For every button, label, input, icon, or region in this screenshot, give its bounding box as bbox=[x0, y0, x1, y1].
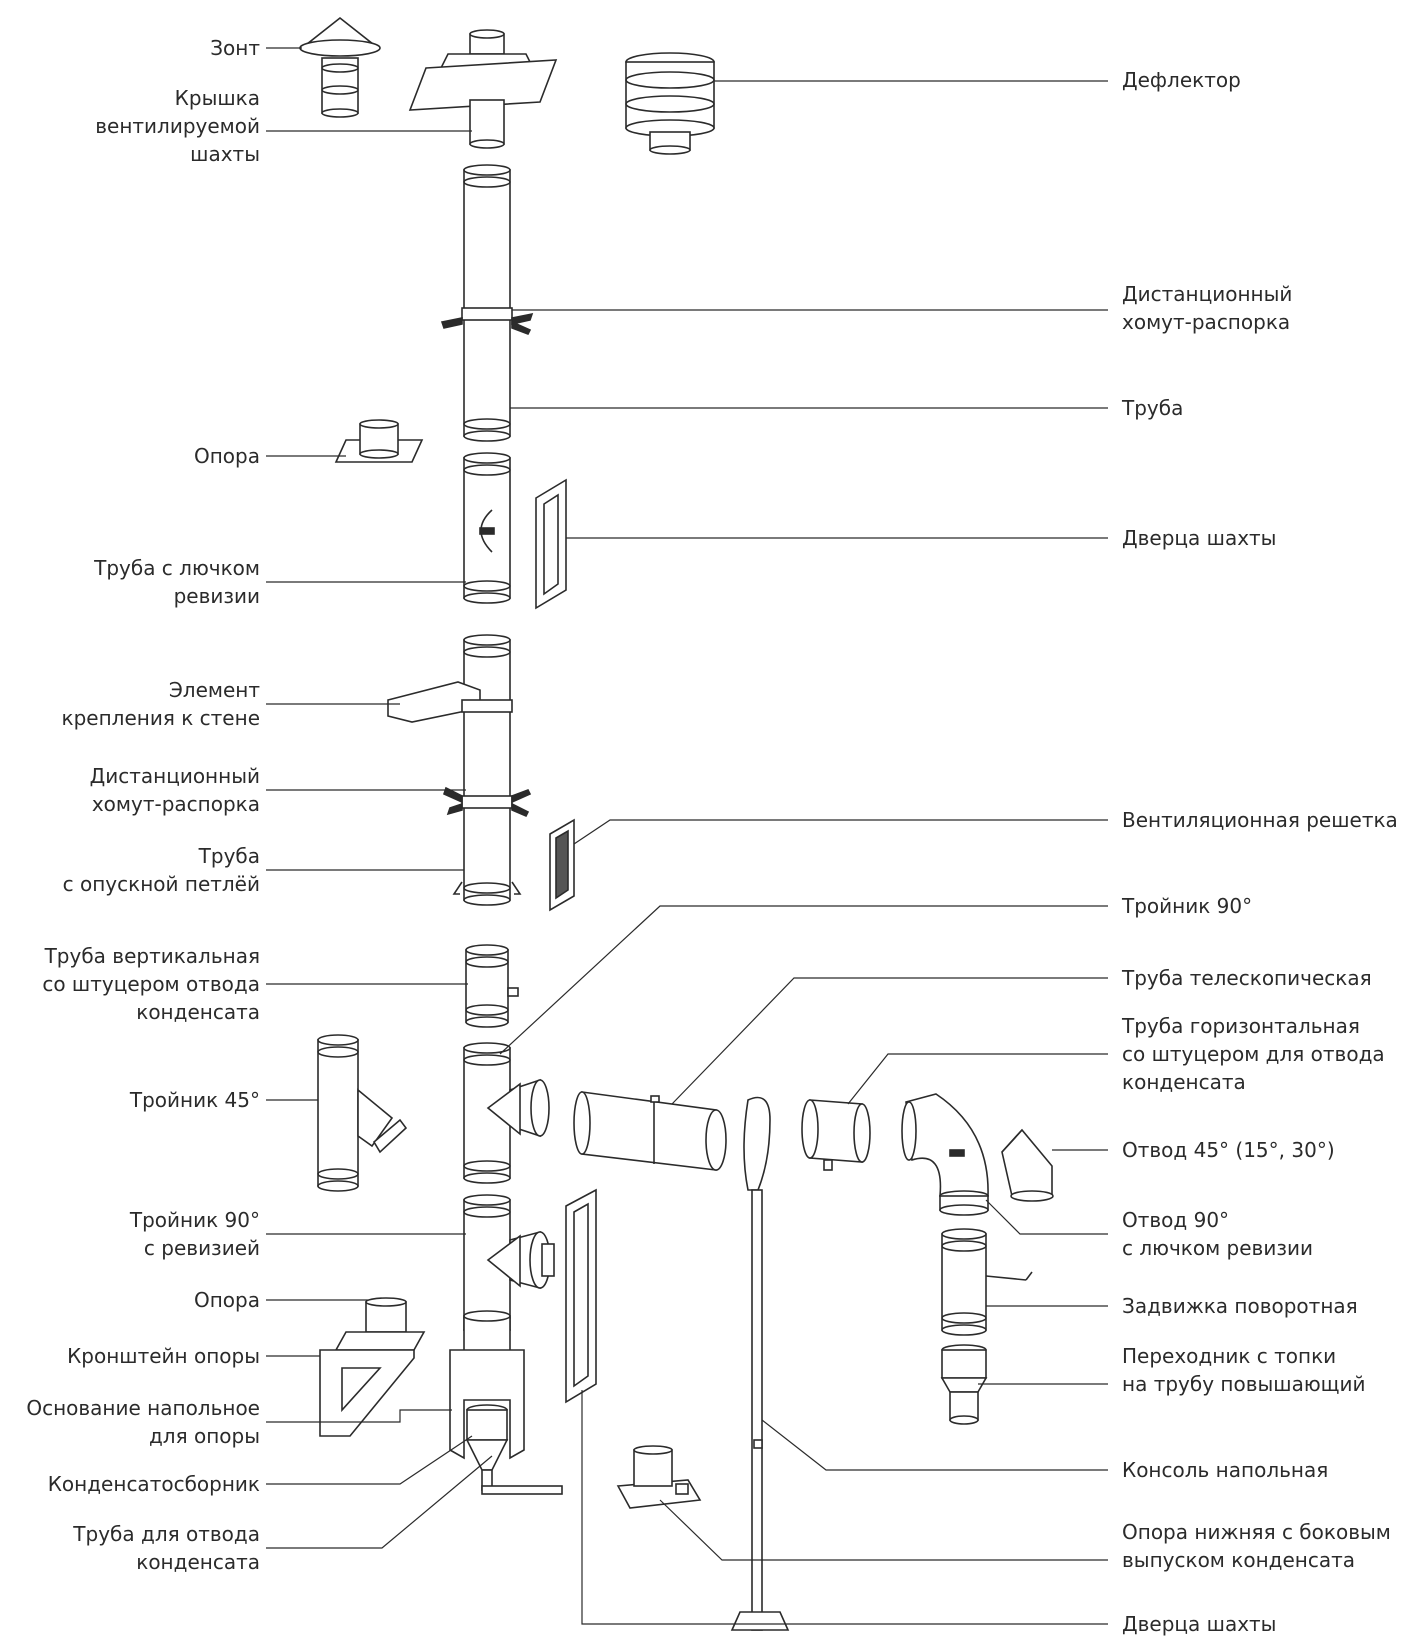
label-element-krepleniya: Элемент крепления к стене bbox=[61, 678, 260, 730]
label-zadvizhka: Задвижка поворотная bbox=[1122, 1294, 1358, 1318]
label-perekhodnik: Переходник с топки на трубу повышающий bbox=[1122, 1344, 1366, 1396]
label-deflektor: Дефлектор bbox=[1122, 68, 1241, 92]
label-otvod-45: Отвод 45° (15°, 30°) bbox=[1122, 1138, 1335, 1162]
truba-gorizont-part bbox=[801, 1099, 871, 1171]
troynik-45-part bbox=[317, 1034, 408, 1192]
label-dverca-top: Дверца шахты bbox=[1122, 526, 1277, 550]
deflektor-part bbox=[625, 52, 715, 155]
osnovanie-part bbox=[449, 1310, 563, 1495]
label-truba-vertikalnaya: Труба вертикальная со штуцером отвода ко… bbox=[42, 944, 260, 1024]
label-opora-nizhnyaya: Опора нижняя с боковым выпуском конденса… bbox=[1122, 1520, 1391, 1572]
troynik-90-reviziya-part bbox=[463, 1194, 555, 1336]
label-troynik-45: Тройник 45° bbox=[129, 1088, 260, 1112]
kryshka-part bbox=[408, 29, 558, 149]
label-troynik-90: Тройник 90° bbox=[1122, 894, 1253, 918]
truba-lyuchok-part bbox=[463, 452, 511, 604]
label-zont: Зонт bbox=[210, 36, 260, 60]
dverca-top-part bbox=[535, 478, 567, 610]
label-truba-otvoda: Труба для отвода конденсата bbox=[73, 1522, 260, 1574]
kronshteyn-part bbox=[319, 1297, 426, 1437]
zadvizhka-part bbox=[941, 1228, 1033, 1336]
label-opora-top: Опора bbox=[193, 444, 260, 468]
leader-lines bbox=[266, 47, 1108, 1625]
label-truba-lyuchok: Труба с лючком ревизии bbox=[94, 556, 260, 608]
opora-top-part bbox=[334, 419, 424, 463]
label-ventreshetka: Вентиляционная решетка bbox=[1122, 808, 1398, 832]
otvod-90-part bbox=[901, 1093, 989, 1216]
konsol-part bbox=[730, 1096, 790, 1631]
otvod-45-part bbox=[1001, 1128, 1054, 1202]
label-distancionny-right: Дистанционный хомут-распорка bbox=[1122, 282, 1293, 334]
middle-pipe bbox=[387, 634, 532, 906]
opora-nizhnyaya-part bbox=[616, 1445, 702, 1509]
zont-part bbox=[299, 16, 381, 118]
label-truba-teleskop: Труба телескопическая bbox=[1122, 966, 1372, 990]
troynik-90-part bbox=[463, 1042, 550, 1184]
label-osnovanie: Основание напольное для опоры bbox=[26, 1396, 260, 1448]
dverca-bottom-part bbox=[565, 1188, 597, 1404]
label-truba: Труба bbox=[1122, 396, 1184, 420]
label-truba-gorizont: Труба горизонтальная со штуцером для отв… bbox=[1122, 1014, 1385, 1094]
label-otvod-90: Отвод 90° с лючком ревизии bbox=[1122, 1208, 1313, 1260]
label-kondensatosbornik: Конденсатосборник bbox=[47, 1472, 260, 1496]
label-kronshteyn: Кронштейн опоры bbox=[67, 1344, 260, 1368]
label-opora-bottom: Опора bbox=[193, 1288, 260, 1312]
label-distancionny-left: Дистанционный хомут-распорка bbox=[89, 764, 260, 816]
ventreshetka-part bbox=[549, 818, 575, 912]
label-truba-petlya: Труба с опускной петлёй bbox=[62, 844, 260, 896]
label-kryshka: Крышка вентилируемой шахты bbox=[95, 86, 260, 166]
truba-vertikalnaya-part bbox=[465, 944, 519, 1028]
perekhodnik-part bbox=[940, 1344, 988, 1425]
label-konsol: Консоль напольная bbox=[1122, 1458, 1329, 1482]
label-dverca-bottom: Дверца шахты bbox=[1122, 1612, 1277, 1636]
main-pipe bbox=[440, 164, 534, 442]
label-troynik-90-reviziya: Тройник 90° с ревизией bbox=[129, 1208, 260, 1260]
truba-teleskop-part bbox=[573, 1091, 727, 1171]
